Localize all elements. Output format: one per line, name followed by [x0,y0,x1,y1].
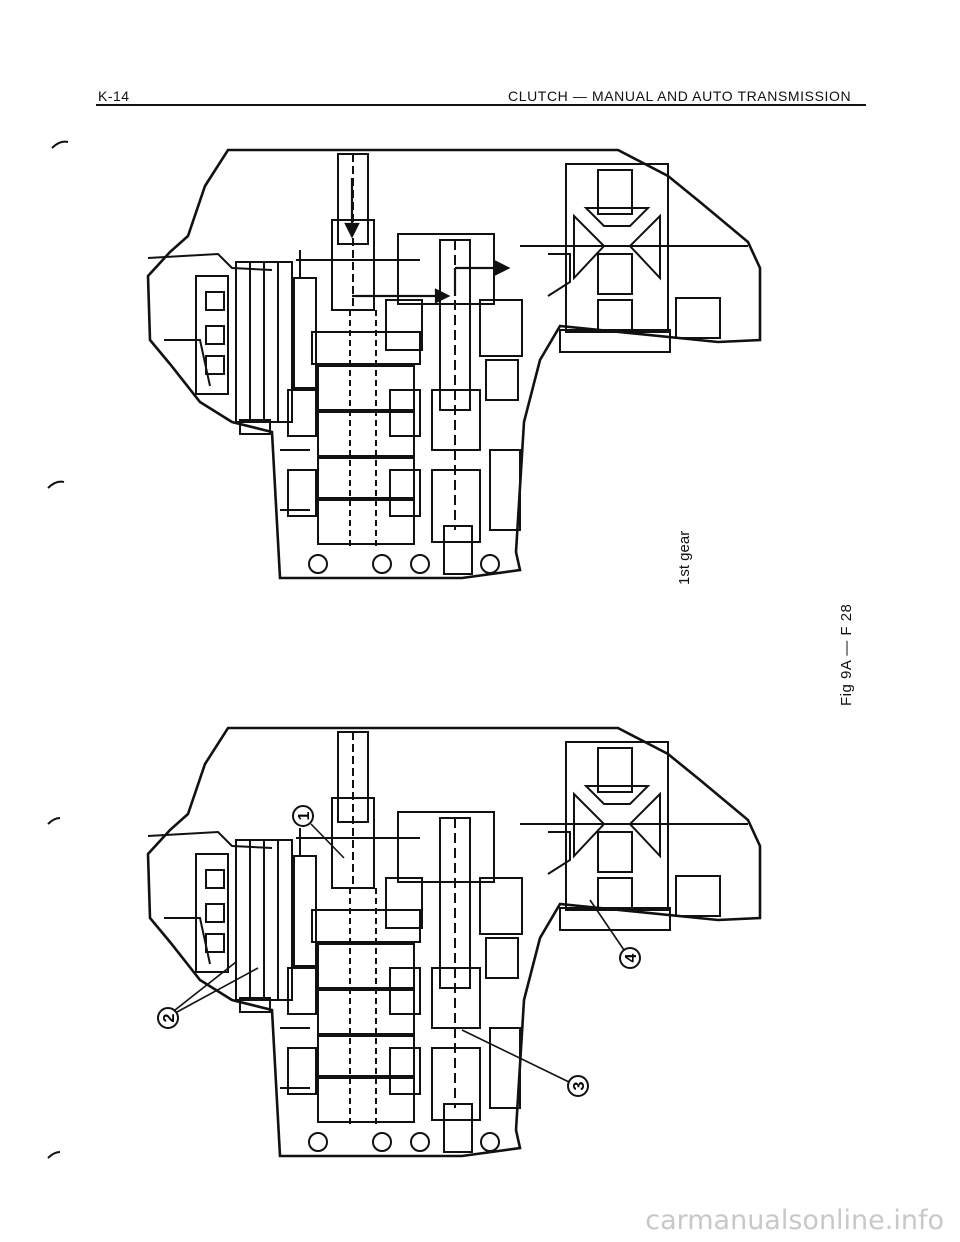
gearbox-diagram-neutral: 1 2 3 4 [146,726,762,1158]
header-rule [96,104,866,106]
gearbox-diagram-1st-gear [146,148,762,580]
callout-3: 3 [461,1029,589,1097]
callout-1: 1 [292,805,345,859]
svg-text:3: 3 [571,1081,588,1090]
svg-text:2: 2 [161,1013,178,1022]
svg-text:4: 4 [623,953,640,962]
page-number: K-14 [98,88,130,104]
section-title: CLUTCH — MANUAL AND AUTO TRANSMISSION [508,88,852,104]
callout-2: 2 [157,961,259,1029]
margin-marks [47,140,69,1159]
watermark: carmanualsonline.info [645,1205,944,1236]
svg-text:1: 1 [296,811,313,820]
callout-4: 4 [589,899,641,969]
